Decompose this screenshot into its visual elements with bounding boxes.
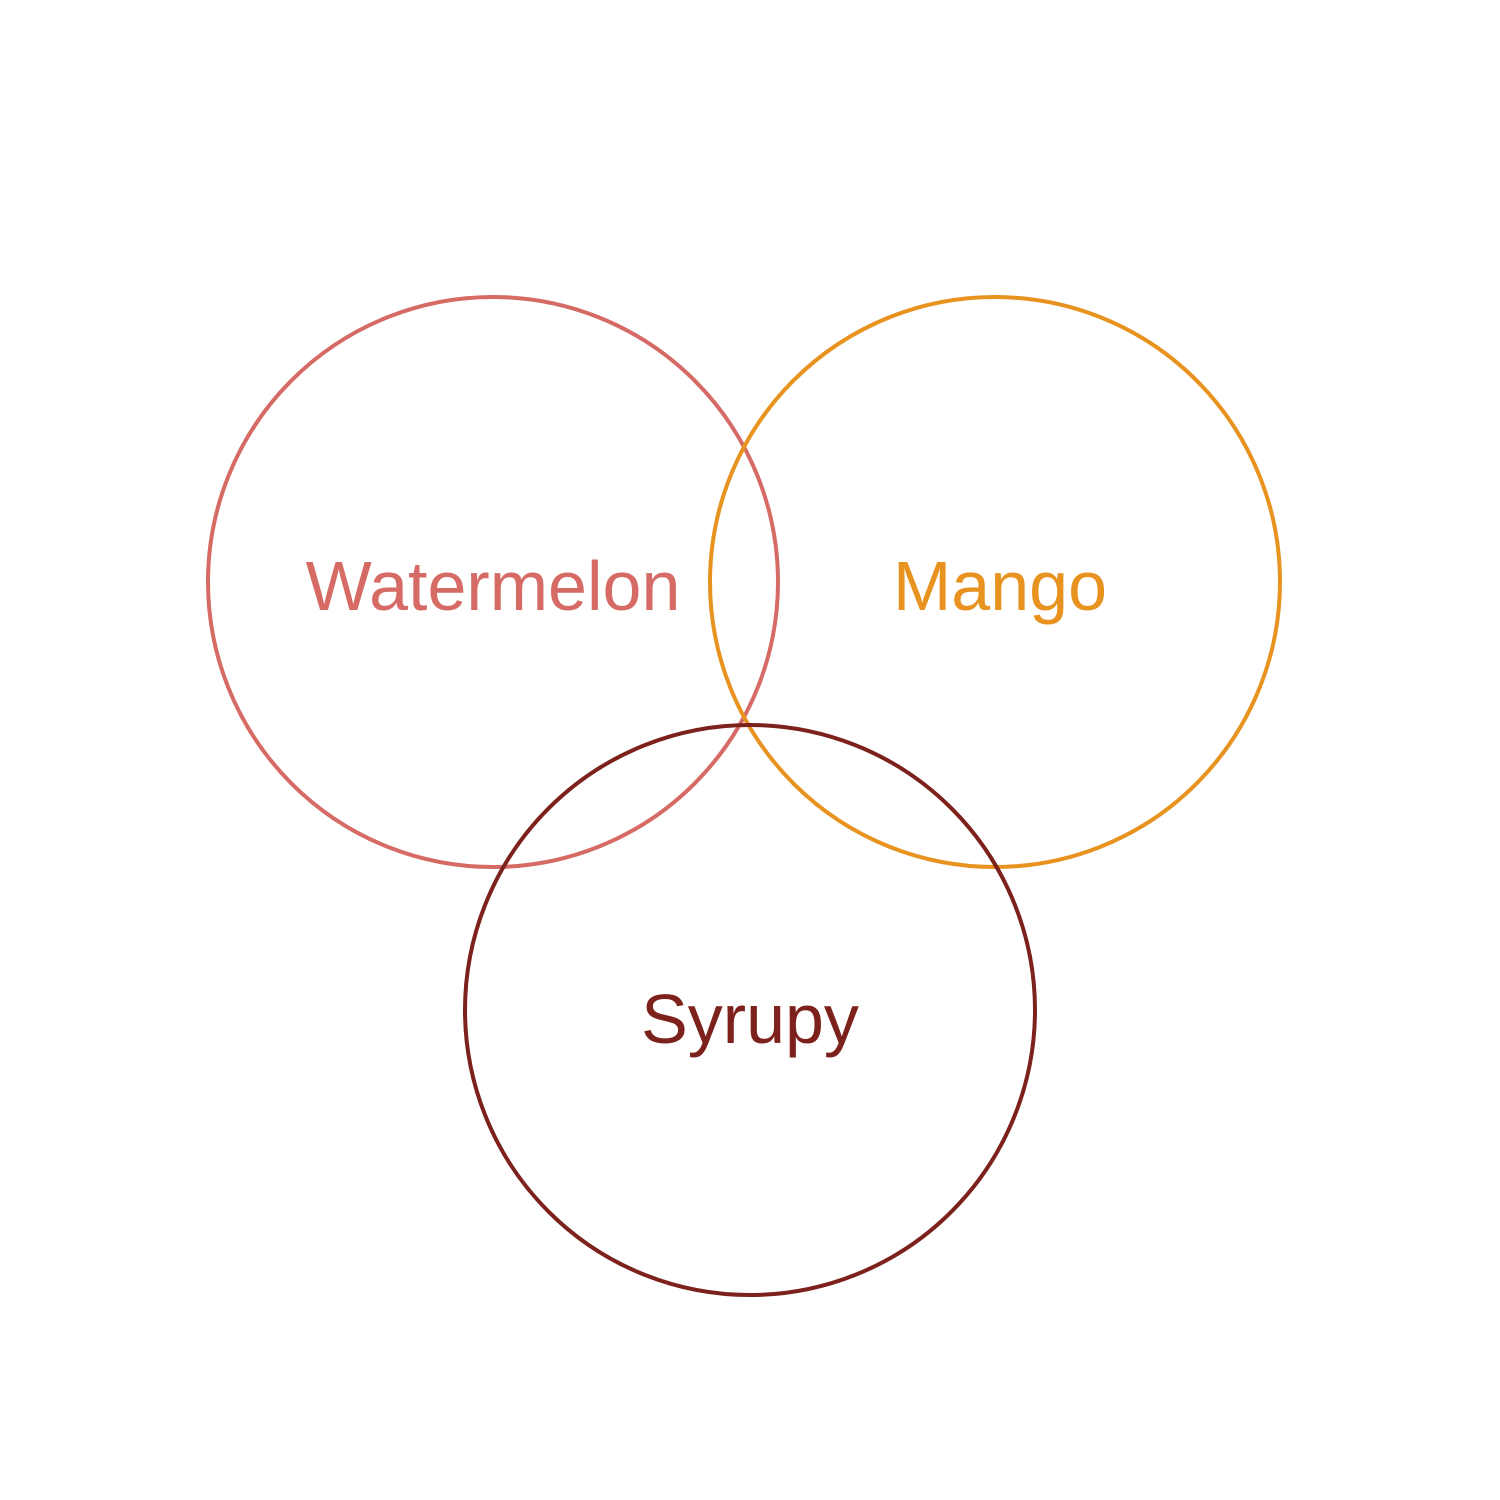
set-label-syrupy: Syrupy <box>641 980 859 1058</box>
set-label-watermelon: Watermelon <box>306 547 681 625</box>
set-circle-watermelon <box>206 295 780 869</box>
set-circle-syrupy <box>463 723 1037 1297</box>
set-label-mango: Mango <box>893 547 1107 625</box>
